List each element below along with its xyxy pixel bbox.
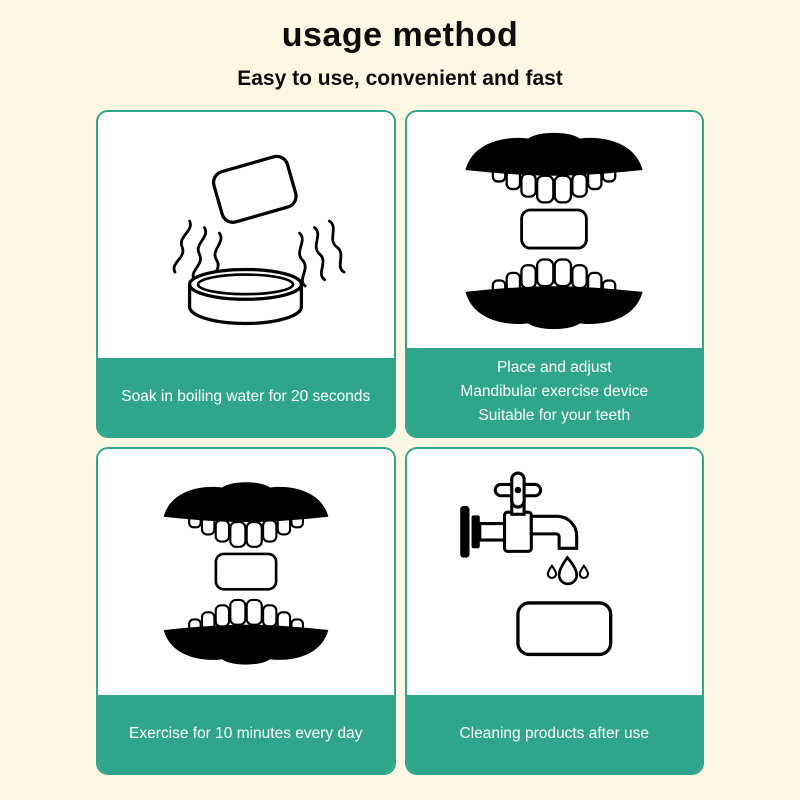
card-exercise-illustration — [98, 449, 394, 695]
mouthguard — [516, 601, 613, 657]
card-cleaning-caption: Cleaning products after use — [406, 695, 702, 773]
mouthguard — [520, 208, 589, 250]
caption-line: Suitable for your teeth — [478, 406, 631, 424]
card-cleaning: Cleaning products after use — [404, 447, 704, 775]
page-title: usage method — [281, 16, 519, 54]
faucet-flange — [460, 506, 470, 558]
card-place-illustration — [406, 112, 702, 348]
card-soak-illustration — [98, 112, 394, 358]
card-exercise: Exercise for 10 minutes every day — [96, 447, 396, 775]
faucet-clean-icon — [460, 471, 613, 657]
caption-line: Cleaning products after use — [459, 724, 650, 742]
page-header: usage method Easy to use, convenient and… — [0, 0, 800, 91]
dentures-guard-icon — [162, 481, 330, 666]
caption-line: Place and adjust — [496, 358, 612, 376]
usage-steps-grid: Soak in boiling water for 20 seconds — [96, 110, 704, 775]
card-exercise-caption: Exercise for 10 minutes every day — [98, 695, 394, 773]
card-soak-caption: Soak in boiling water for 20 seconds — [98, 358, 394, 436]
caption-line: Mandibular exercise device — [460, 382, 649, 400]
dentures-guard-icon — [464, 132, 644, 331]
water-drop — [558, 555, 579, 586]
card-place-adjust: Place and adjust Mandibular exercise dev… — [404, 110, 704, 438]
steam-bowl-icon — [171, 154, 348, 326]
card-soak-in-water: Soak in boiling water for 20 seconds — [96, 110, 396, 438]
caption-line: Soak in boiling water for 20 seconds — [121, 387, 371, 405]
faucet-spout — [530, 514, 579, 550]
caption-line: Exercise for 10 minutes every day — [129, 724, 363, 742]
mouthguard — [214, 552, 278, 591]
page-subtitle: Easy to use, convenient and fast — [237, 67, 563, 90]
card-place-caption: Place and adjust Mandibular exercise dev… — [406, 347, 702, 436]
card-cleaning-illustration — [406, 449, 702, 695]
